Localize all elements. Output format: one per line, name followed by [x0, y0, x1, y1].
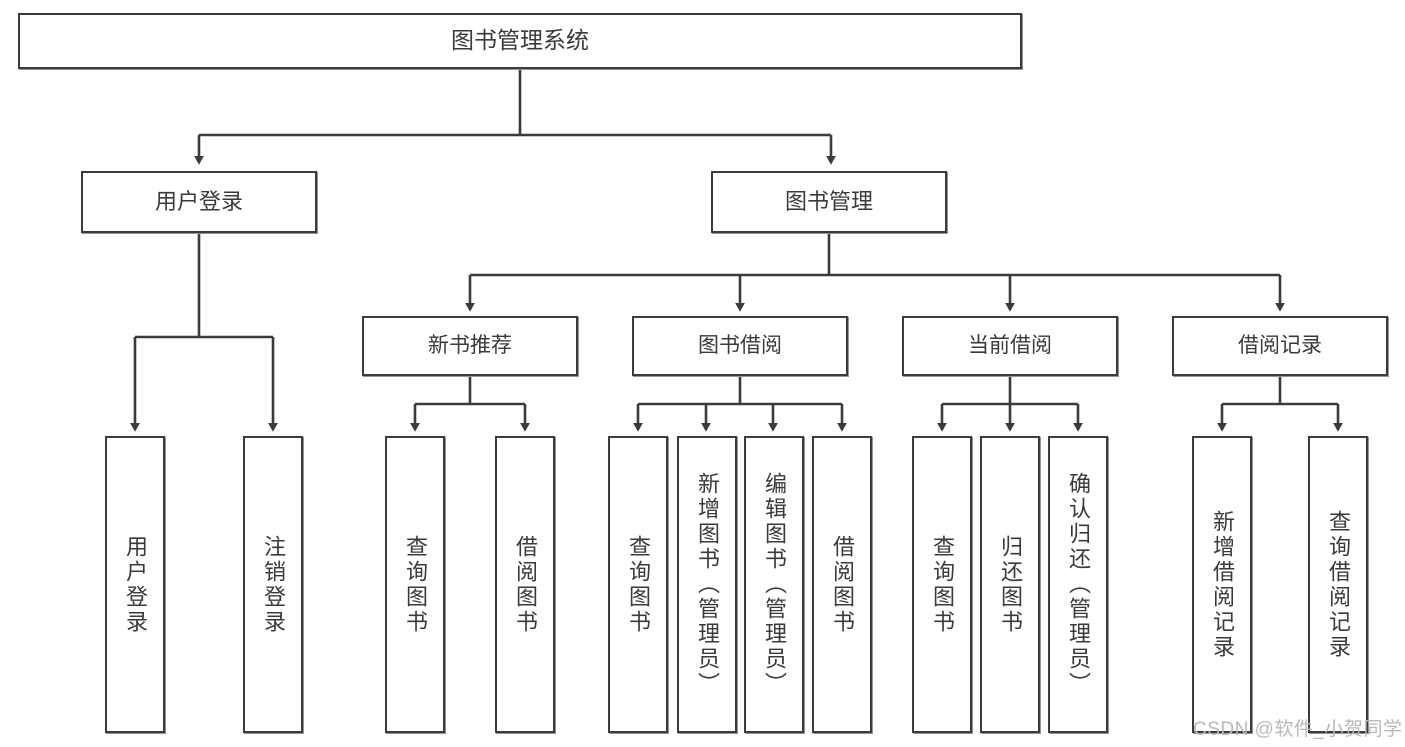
node-leaf-query-record[interactable]: 查询借阅记录	[1308, 436, 1368, 733]
node-leaf-borrow-book-1-label: 借阅图书	[513, 534, 538, 635]
node-book-borrow[interactable]: 图书借阅	[632, 316, 848, 376]
node-user-login-label: 用户登录	[154, 189, 243, 215]
node-leaf-query-record-label: 查询借阅记录	[1326, 509, 1351, 660]
node-leaf-user-login-label: 用户登录	[123, 534, 148, 635]
watermark: CSDN @软件_小贺同学	[1193, 719, 1403, 740]
node-leaf-confirm-return-label: 确认归还（管理员）	[1066, 472, 1091, 697]
node-leaf-add-record-label: 新增借阅记录	[1210, 509, 1235, 660]
node-leaf-add-record[interactable]: 新增借阅记录	[1192, 436, 1252, 733]
node-leaf-query-book-3-label: 查询图书	[930, 534, 955, 635]
node-leaf-return-book-label: 归还图书	[998, 534, 1023, 635]
node-current-borrow-label: 当前借阅	[968, 333, 1052, 357]
node-book-borrow-label: 图书借阅	[698, 333, 782, 357]
node-leaf-edit-book-label: 编辑图书（管理员）	[762, 472, 787, 697]
node-leaf-edit-book[interactable]: 编辑图书（管理员）	[744, 436, 804, 733]
node-leaf-query-book-1-label: 查询图书	[403, 534, 428, 635]
node-leaf-query-book-2[interactable]: 查询图书	[608, 436, 668, 733]
node-root[interactable]: 图书管理系统	[18, 13, 1022, 69]
node-new-book-recommend-label: 新书推荐	[428, 333, 512, 357]
node-leaf-add-book[interactable]: 新增图书（管理员）	[677, 436, 737, 733]
node-leaf-logout-login-label: 注销登录	[261, 534, 286, 635]
node-current-borrow[interactable]: 当前借阅	[902, 316, 1118, 376]
node-book-manage[interactable]: 图书管理	[711, 171, 947, 233]
node-leaf-return-book[interactable]: 归还图书	[980, 436, 1040, 733]
node-leaf-logout-login[interactable]: 注销登录	[243, 436, 303, 733]
node-leaf-user-login[interactable]: 用户登录	[105, 436, 165, 733]
node-leaf-query-book-2-label: 查询图书	[626, 534, 651, 635]
node-leaf-borrow-book-2[interactable]: 借阅图书	[812, 436, 872, 733]
node-root-label: 图书管理系统	[451, 27, 589, 54]
node-book-manage-label: 图书管理	[784, 189, 873, 215]
node-borrow-record[interactable]: 借阅记录	[1172, 316, 1388, 376]
node-new-book-recommend[interactable]: 新书推荐	[362, 316, 578, 376]
node-user-login[interactable]: 用户登录	[81, 171, 317, 233]
node-leaf-borrow-book-1[interactable]: 借阅图书	[495, 436, 555, 733]
node-leaf-query-book-1[interactable]: 查询图书	[385, 436, 445, 733]
node-leaf-query-book-3[interactable]: 查询图书	[912, 436, 972, 733]
node-leaf-confirm-return[interactable]: 确认归还（管理员）	[1048, 436, 1108, 733]
node-leaf-add-book-label: 新增图书（管理员）	[695, 472, 720, 697]
node-leaf-borrow-book-2-label: 借阅图书	[830, 534, 855, 635]
node-borrow-record-label: 借阅记录	[1238, 333, 1322, 357]
